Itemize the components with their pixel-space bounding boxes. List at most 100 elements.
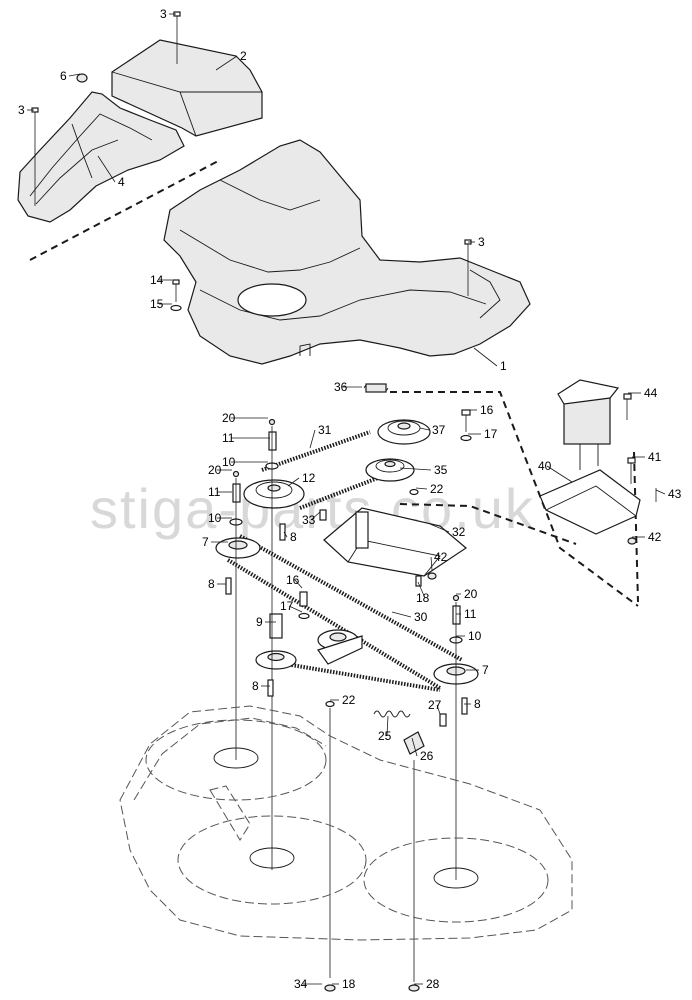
callout-number-c40: 40 (538, 459, 552, 473)
callout-number-c20a: 20 (222, 411, 236, 425)
bolt-34-18-bottom (324, 984, 336, 992)
callout-c34: 34 (294, 977, 322, 991)
callout-number-c30: 30 (414, 610, 428, 624)
callout-c28: 28 (414, 977, 440, 991)
part-26-bracket (403, 731, 425, 755)
watermark-text: stiga-parts.co.uk (90, 477, 535, 540)
callout-c22a: 22 (415, 482, 444, 496)
callout-leader-c12 (287, 477, 300, 487)
callout-number-c4: 4 (118, 175, 125, 189)
callout-number-c3c: 3 (478, 235, 485, 249)
part-35-pulley (365, 458, 415, 482)
callout-c42a: 42 (632, 530, 662, 544)
callout-number-c10c: 10 (468, 629, 482, 643)
part-4-side-cover (17, 91, 185, 223)
bolt-20-11-10-right (449, 594, 463, 880)
callout-number-c12: 12 (302, 471, 316, 485)
callout-number-c37: 37 (432, 423, 446, 437)
part-25-spring (373, 710, 411, 718)
callout-c16a: 16 (468, 403, 494, 417)
callout-c7a: 7 (202, 535, 228, 549)
callout-number-c11a: 11 (222, 431, 235, 445)
callout-number-c14: 14 (150, 273, 164, 287)
bolt-20-11-10-top (265, 418, 279, 870)
callout-number-c22b: 22 (342, 693, 356, 707)
callout-number-c6: 6 (60, 69, 67, 83)
callout-number-c20b: 20 (208, 463, 222, 477)
bolt-18-center (415, 575, 422, 587)
callout-number-c35: 35 (434, 463, 448, 477)
part-12-pulley (243, 479, 305, 509)
nut-42-right (627, 537, 637, 545)
callout-number-c36: 36 (334, 380, 348, 394)
callout-number-c11b: 11 (208, 485, 221, 499)
callout-number-c8d: 8 (474, 697, 481, 711)
callout-number-c16b: 16 (286, 573, 300, 587)
callout-c12: 12 (287, 471, 316, 487)
callout-c18b: 18 (332, 977, 356, 991)
pin-8-b (225, 577, 232, 595)
callout-leader-c4 (97, 155, 116, 183)
part-32-support-frame (323, 507, 467, 577)
callout-c11a: 11 (222, 431, 270, 445)
callout-c41: 41 (632, 450, 662, 464)
callout-number-c22a: 22 (430, 482, 444, 496)
callout-c15: 15 (150, 297, 172, 311)
callout-c16b: 16 (286, 573, 303, 589)
bolt-33 (319, 509, 327, 521)
callout-number-c9: 9 (256, 615, 263, 629)
callout-leader-c27 (436, 704, 441, 715)
callout-c17a: 17 (468, 427, 498, 441)
callout-c43: 43 (655, 487, 682, 501)
callout-number-c43: 43 (668, 487, 682, 501)
callout-leader-c42b (430, 556, 433, 571)
callout-number-c34: 34 (294, 977, 308, 991)
callout-c30: 30 (391, 610, 428, 624)
callout-number-c25: 25 (378, 729, 392, 743)
callout-c7b: 7 (466, 663, 489, 677)
callout-leader-c33 (310, 511, 321, 521)
pin-8-c (267, 679, 274, 697)
callout-c1: 1 (473, 347, 507, 373)
callout-number-c31: 31 (318, 423, 332, 437)
callout-leader-c18a (417, 581, 426, 599)
callout-c22b: 22 (330, 693, 356, 707)
callout-number-c8a: 8 (290, 530, 297, 544)
callout-c8c: 8 (252, 679, 270, 693)
callout-leader-c25 (386, 715, 389, 737)
nut-42-center (427, 572, 437, 580)
part-9-tensioner-pulley (255, 613, 297, 670)
callout-number-c15: 15 (150, 297, 164, 311)
callout-c2: 2 (215, 49, 247, 71)
callout-number-c16a: 16 (480, 403, 494, 417)
callout-leader-c17b (288, 605, 303, 613)
callout-c10c: 10 (456, 629, 482, 643)
callout-number-c41: 41 (648, 450, 662, 464)
callout-number-c7a: 7 (202, 535, 209, 549)
callout-number-c20c: 20 (464, 587, 478, 601)
callout-number-c3b: 3 (18, 103, 25, 117)
washer-22-top (409, 488, 419, 496)
callout-number-c10a: 10 (222, 455, 236, 469)
callout-number-c3a: 3 (160, 7, 167, 21)
bolt-44 (623, 393, 632, 420)
part-7-pulley-left (215, 537, 261, 559)
assembly-line-d (633, 451, 639, 603)
part-37-pulley (377, 419, 431, 445)
callout-c3a: 3 (160, 7, 176, 21)
callout-number-c32: 32 (452, 525, 466, 539)
callout-number-c11c: 11 (464, 607, 477, 621)
callout-c18a: 18 (416, 581, 430, 605)
callout-number-c27: 27 (428, 698, 442, 712)
callout-c11c: 11 (456, 607, 477, 621)
callout-number-c10b: 10 (208, 511, 222, 525)
callout-leader-c35 (399, 467, 432, 471)
part-40-gearbox-bracket (539, 379, 641, 535)
assembly-line-c (399, 503, 577, 545)
callout-c37: 37 (419, 423, 446, 437)
callout-c11b: 11 (208, 485, 232, 499)
part-36-spring (363, 383, 389, 393)
callout-c3c: 3 (468, 235, 485, 249)
callout-c6: 6 (60, 69, 81, 83)
